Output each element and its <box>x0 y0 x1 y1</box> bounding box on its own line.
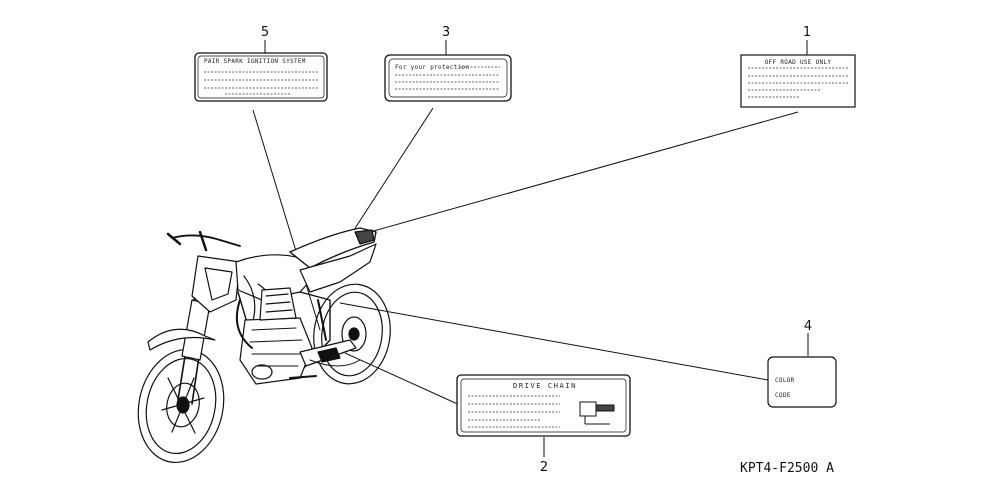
label-4-text-color: COLOR <box>775 377 795 384</box>
dirt-bike-illustration <box>137 227 391 464</box>
leader-line-1 <box>369 111 799 233</box>
leader-lines <box>252 40 809 457</box>
callout-number-3: 3 <box>442 25 450 40</box>
label-2-text: DRIVE CHAIN <box>513 382 577 390</box>
label-1-off-road-use-only: OFF ROAD USE ONLY <box>740 54 856 108</box>
leader-line-3 <box>351 107 434 234</box>
callout-number-5: 5 <box>261 25 269 40</box>
leader-line-2 <box>344 352 463 407</box>
label-5-ignition-system: PAIR SPARK IGNITION SYSTEM <box>194 52 328 102</box>
leader-line-4 <box>339 302 769 381</box>
rear-wheel <box>313 283 391 385</box>
label-4-color-code: COLOR CODE <box>767 356 837 408</box>
label-3-for-your-protection: For your protection <box>384 54 512 102</box>
oil-can-icon <box>579 401 615 425</box>
diagram-code: KPT4-F2500 A <box>740 461 834 476</box>
callout-number-4: 4 <box>804 319 812 334</box>
label-1-text: OFF ROAD USE ONLY <box>765 59 832 66</box>
leader-line-5 <box>252 109 321 331</box>
label-5-text: PAIR SPARK IGNITION SYSTEM <box>204 58 306 65</box>
callout-number-2: 2 <box>540 460 548 475</box>
engine <box>239 287 313 385</box>
callout-number-1: 1 <box>803 25 811 40</box>
label-3-text: For your protection <box>395 64 469 71</box>
front-wheel <box>137 348 225 464</box>
label-4-text-code: CODE <box>775 392 791 399</box>
label-2-drive-chain: DRIVE CHAIN <box>456 374 631 437</box>
